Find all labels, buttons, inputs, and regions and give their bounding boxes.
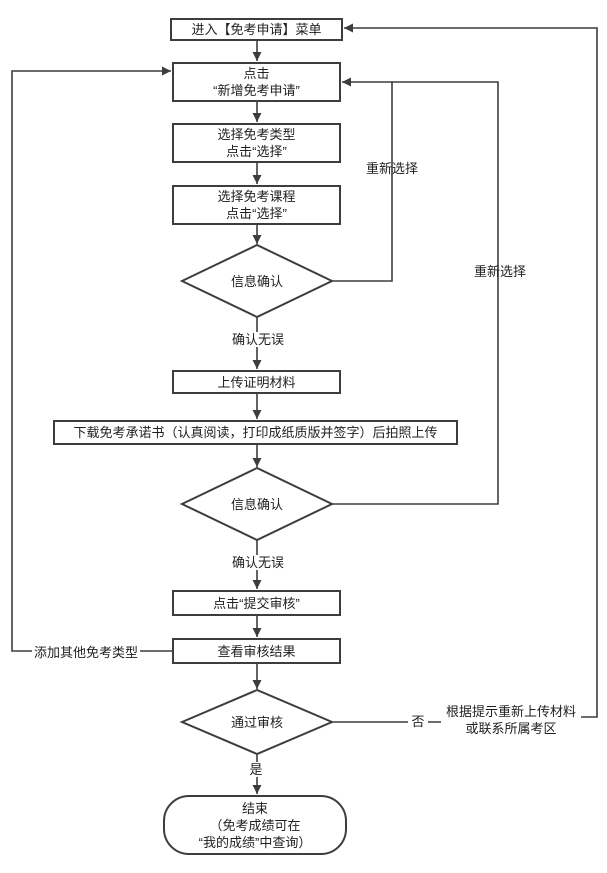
node-view-result: 查看审核结果 [172,638,341,664]
node-start-label: 进入【免考申请】菜单 [191,22,322,37]
decision-confirm-info-2: 信息确认 [182,468,332,540]
node-add-request: 点击 “新增免考申请” [172,62,341,102]
edge-label-fail-hint: 根据提示重新上传材料 或联系所属考区 [441,703,581,737]
edge-label-fail-hint-line2: 或联系所属考区 [465,721,557,736]
node-download-commitment: 下载免考承诺书（认真阅读，打印成纸质版并签字）后拍照上传 [53,420,458,445]
node-end-line3: “我的成绩”中查询） [198,834,312,850]
node-add-request-line1: 点击 [243,66,270,81]
decision-pass-review-label: 通过审核 [230,714,283,730]
edge-label-fail-hint-line1: 根据提示重新上传材料 [445,704,576,719]
node-submit-review: 点击“提交审核” [172,590,341,616]
edge-reselect1-loop [332,82,393,282]
node-end-line2: （免考成绩可在 [209,817,301,833]
node-end: 结束 （免考成绩可在 “我的成绩”中查询） [163,795,347,855]
node-upload-proof-label: 上传证明材料 [217,374,296,390]
edge-add-other-loop [11,66,172,652]
node-select-course: 选择免考课程 点击“选择” [172,185,341,225]
node-start: 进入【免考申请】菜单 [170,18,343,41]
decision-confirm-info-1-label: 信息确认 [230,273,283,289]
node-submit-review-label: 点击“提交审核” [213,595,300,611]
decision-pass-review-shape [179,688,335,756]
node-view-result-label: 查看审核结果 [217,643,296,659]
edge-label-yes: 是 [246,762,266,777]
edge-no-return-loop [344,23,598,718]
decision-confirm-info-2-shape [179,466,335,542]
edge-label-reselect-2: 重新选择 [474,264,527,279]
edge-label-confirmed-1: 确认无误 [227,332,289,347]
node-select-course-line1: 选择免考课程 [217,189,296,204]
node-download-commitment-label: 下载免考承诺书（认真阅读，打印成纸质版并签字）后拍照上传 [73,425,438,440]
node-select-type-line2: 点击“选择” [226,144,287,159]
node-select-course-line2: 点击“选择” [226,206,287,221]
decision-pass-review: 通过审核 [182,690,332,754]
edge-reselect2-loop [332,77,499,505]
decision-confirm-info-2-label: 信息确认 [230,496,283,512]
edge-label-reselect-1: 重新选择 [366,161,419,176]
edge-label-confirmed-2: 确认无误 [227,555,289,570]
node-select-type-line1: 选择免考类型 [217,127,296,142]
node-select-type: 选择免考类型 点击“选择” [172,123,341,163]
node-upload-proof: 上传证明材料 [172,370,341,394]
edge-label-no: 否 [408,714,428,729]
node-add-request-line2: “新增免考申请” [213,83,300,98]
decision-confirm-info-1: 信息确认 [182,245,332,317]
node-end-line1: 结束 [241,800,268,816]
decision-confirm-info-1-shape [179,243,335,319]
edge-label-add-other-type: 添加其他免考类型 [32,645,140,660]
